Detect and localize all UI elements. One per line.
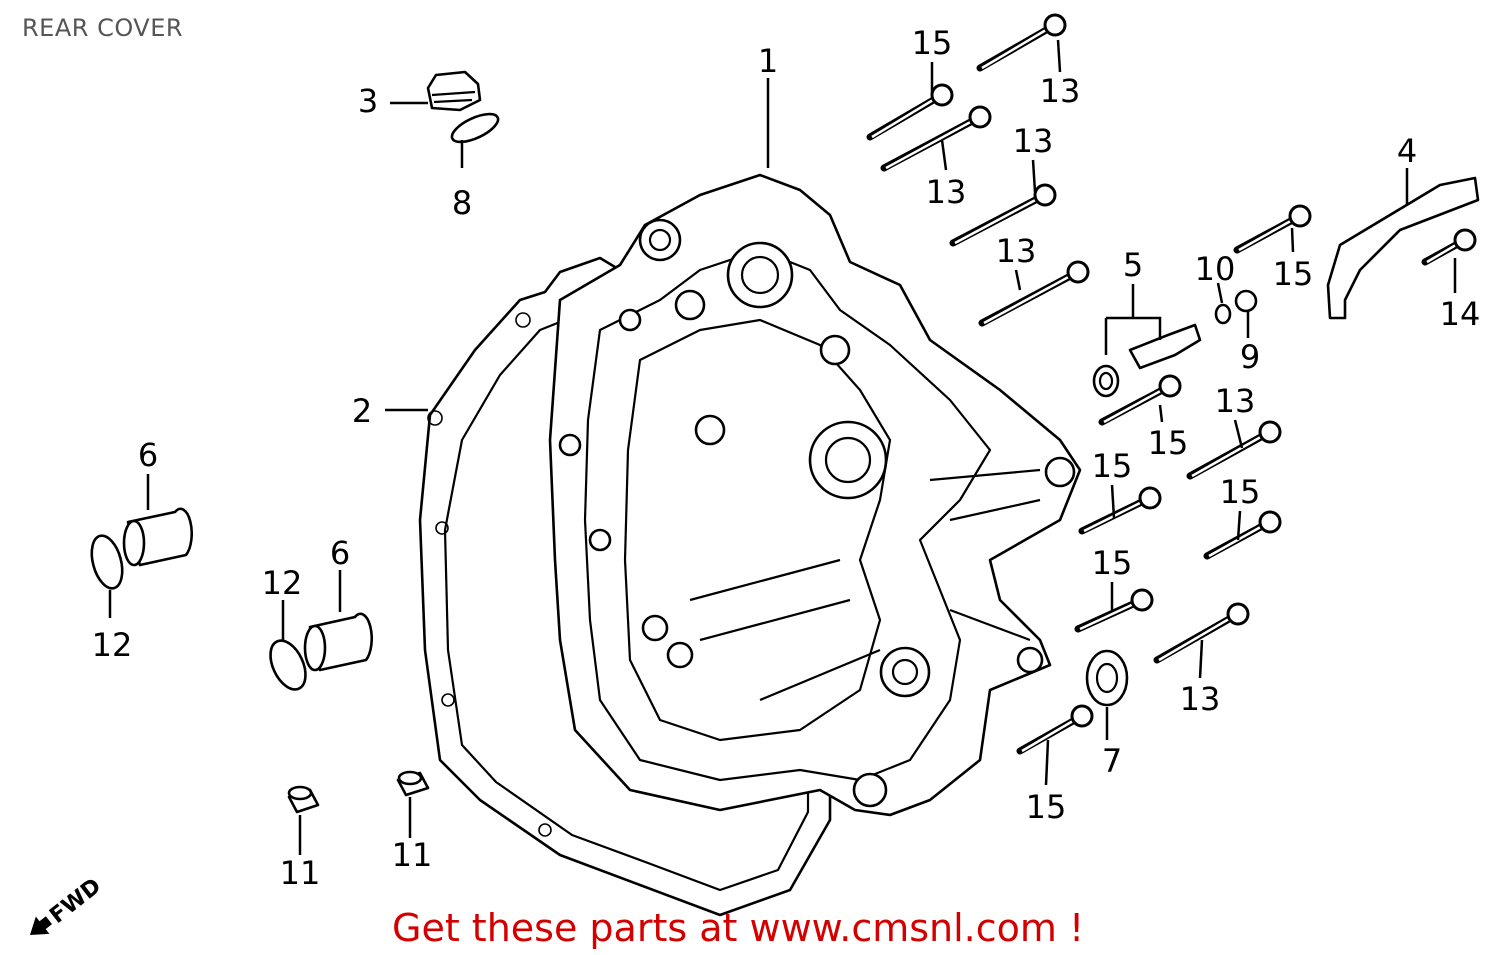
fwd-label: FWD	[45, 874, 106, 929]
bracket	[1326, 176, 1480, 320]
fwd-arrow: FWD	[30, 874, 106, 935]
bolt-leader-12	[1198, 639, 1204, 679]
callout-13b: 13	[926, 173, 967, 211]
oil-filler-cap	[426, 70, 482, 112]
o-ring-12a	[90, 534, 124, 590]
callout-15g: 15	[1026, 788, 1067, 826]
bolt-2	[866, 83, 954, 141]
o-ring	[450, 112, 500, 144]
dowel-pin-a	[287, 785, 320, 814]
sealing-nut	[1234, 289, 1258, 313]
callout-3: 3	[358, 82, 378, 120]
callout-14: 14	[1440, 295, 1481, 333]
callout-6b: 6	[330, 534, 350, 572]
callout-11b: 11	[392, 836, 433, 874]
callout-13d: 13	[996, 232, 1037, 270]
callout-6a: 6	[138, 436, 158, 474]
callout-15c: 15	[1148, 424, 1189, 462]
bolt-10	[1203, 510, 1282, 560]
bolt-leader-2	[1056, 39, 1062, 73]
callout-15b: 15	[1273, 255, 1314, 293]
oil-seal	[1085, 649, 1129, 707]
rear-cover-housing	[548, 173, 1082, 817]
bolt-9	[1078, 486, 1162, 535]
neutral-switch	[1092, 323, 1202, 398]
bolt-14	[1421, 228, 1477, 266]
bolt-leader-10	[1236, 510, 1242, 541]
callout-12a: 12	[92, 626, 133, 664]
callout-13c: 13	[1013, 122, 1054, 160]
leader-lines	[108, 78, 1457, 855]
bolt-leader-4	[1031, 159, 1037, 193]
callout-2: 2	[352, 392, 372, 430]
bolt-5	[978, 260, 1090, 327]
callout-1: 1	[758, 42, 778, 80]
bolt-leader-7	[1233, 419, 1244, 449]
callout-15d: 15	[1092, 447, 1133, 485]
footer-link-text: Get these parts at www.cmsnl.com !	[392, 906, 1085, 950]
bolt-leader-8	[1158, 404, 1164, 423]
dowel-collar-a	[122, 507, 193, 567]
bolt-12	[1153, 602, 1250, 664]
page-title: REAR COVER	[22, 14, 184, 42]
bolt-7	[1098, 374, 1182, 426]
callout-7: 7	[1102, 742, 1122, 780]
callout-12b: 12	[262, 564, 303, 602]
bolt-11	[1074, 588, 1154, 633]
o-ring-12b	[269, 639, 307, 691]
bolt-leader-5	[1014, 269, 1022, 291]
callout-11a: 11	[280, 854, 321, 892]
callout-9: 9	[1240, 338, 1260, 376]
bolt-leader-3	[940, 139, 948, 171]
bolt-leader-13	[1044, 739, 1050, 786]
washer	[1214, 303, 1232, 325]
callout-4: 4	[1397, 132, 1417, 170]
callout-labels: 1 2 3 8 4 5 10 9 14 6 12 12 6 11 11 7 15…	[92, 24, 1481, 892]
dowel-pin-b	[396, 770, 430, 797]
bolt-leader-6	[1290, 227, 1295, 253]
bolt-8	[1186, 420, 1282, 480]
bolt-4	[949, 183, 1057, 247]
bolt-1	[976, 13, 1067, 72]
callout-13e: 13	[1215, 382, 1256, 420]
bolts-group	[866, 13, 1477, 786]
callout-15f: 15	[1092, 544, 1133, 582]
callout-8: 8	[452, 184, 472, 222]
callout-13f: 13	[1180, 680, 1221, 718]
dowel-collar-b	[303, 612, 373, 672]
bolt-6	[1233, 204, 1312, 254]
callout-10: 10	[1195, 250, 1236, 288]
callout-5: 5	[1123, 246, 1143, 284]
bolt-leader-9	[1110, 484, 1116, 519]
callout-15a: 15	[912, 24, 953, 62]
callout-15e: 15	[1220, 473, 1261, 511]
bolt-3	[880, 105, 992, 172]
bolt-13	[1016, 704, 1094, 755]
callout-13a: 13	[1040, 72, 1081, 110]
